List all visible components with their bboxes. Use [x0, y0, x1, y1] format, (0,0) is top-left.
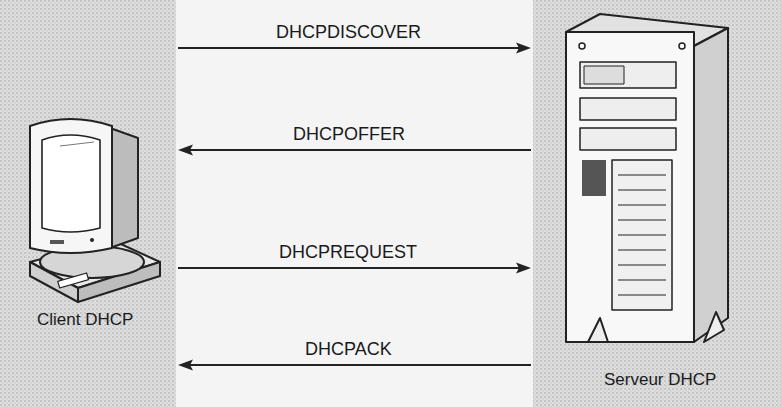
message-arrow — [178, 360, 531, 371]
server-panel — [533, 0, 781, 407]
message-arrow — [178, 145, 531, 156]
message-label: DHCPACK — [302, 339, 395, 360]
server-node: Serveur DHCP — [533, 8, 773, 400]
message-label: DHCPREQUEST — [276, 242, 420, 263]
computer-illustration — [30, 119, 160, 302]
node-label: Serveur DHCP — [604, 370, 716, 390]
message-label: DHCPOFFER — [290, 124, 408, 145]
server-illustration — [566, 14, 728, 342]
client-panel — [0, 0, 176, 407]
message-arrow — [178, 263, 531, 274]
node-label: Client DHCP — [37, 310, 133, 330]
message-label: DHCPDISCOVER — [273, 22, 424, 43]
client-node: Client DHCP — [8, 28, 176, 344]
message-arrow — [178, 43, 531, 54]
